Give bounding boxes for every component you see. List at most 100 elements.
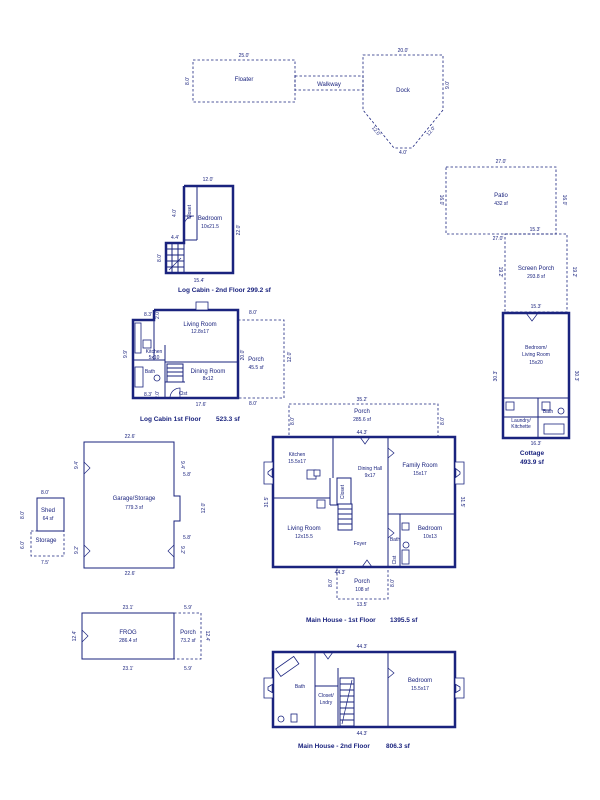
main1-dim-bottom: 44.3' [335,570,346,576]
main2-dim-bottom: 44.3' [357,731,368,737]
main-porch-top-dim-left: 8.0' [290,417,296,425]
log1-porch-name: Porch [248,357,264,363]
screen-porch-dim-left: 19.2' [497,267,503,278]
log2-dim-bottom: 15.4' [194,278,205,284]
garage-area: 779.3 sf [125,505,143,511]
main1-dim-top: 44.3' [357,430,368,436]
garage-dim-inner-bot: 9.2' [179,546,185,554]
main-porch-top-dim-right: 8.0' [440,417,446,425]
frog-porch-dim-bottom: 5.9' [184,666,192,672]
patio: Patio 432 sf 27.0' 16.0' 16.0' 15.3' [438,159,567,235]
log1-dim-left-a: 8.3' [144,312,152,318]
fireplace-icon [263,461,274,485]
main2-bedroom-size: 15.5x17 [411,686,429,692]
log1-bath: Bath [145,369,156,375]
door-icon [169,387,181,399]
shower-icon [543,423,565,435]
log2-title: Log Cabin - 2nd Floor [178,287,246,294]
garage-name: Garage/Storage [113,496,156,502]
door-icon [167,544,175,558]
cottage-dim-left: 30.3' [493,371,499,382]
screen-porch-area: 293.8 sf [527,274,545,280]
log2-area: 299.2 sf [247,287,272,294]
log1-dining-size: 8x12 [203,376,214,382]
log2-dim-stair: 4.4' [171,235,179,241]
log1-dim-bottom: 17.6' [196,402,207,408]
patio-dim-left: 16.0' [438,195,444,206]
floater: Floater 25.0' 8.0' [185,53,296,103]
log1-dining-name: Dining Room [191,369,226,375]
cottage-laundry-line1: Laundry/ [511,418,531,424]
garage-dim-notch-top: 5.8' [183,472,191,478]
screen-porch: Screen Porch 293.8 sf 27.0' 19.2' 19.2' … [493,233,577,313]
shed: Shed 64 sf 8.0' 8.0' [20,490,65,532]
frog-porch-dim-side: 12.4' [204,631,210,642]
main1-family-name: Family Room [402,463,437,469]
main1-foyer: Foyer [354,541,367,547]
toilet-icon [277,715,285,723]
sink-icon [541,401,551,411]
toilet-icon [402,541,410,549]
storage-name: Storage [35,538,57,544]
sink-icon [313,469,321,477]
door-icon [83,461,91,475]
door-icon [322,651,334,660]
floater-label: Floater [235,77,254,83]
main-porch-bottom-dim-bottom: 13.5' [357,602,368,608]
main1-family-size: 15x17 [413,471,427,477]
log-cabin-1st-floor: Living Room 12.8x17 Dining Room 8x12 Kit… [123,301,293,423]
door-icon [525,312,539,322]
sink-icon [290,713,298,723]
garage-dim-left-top: 9.4' [74,461,80,469]
log1-title: Log Cabin 1st Floor [140,416,201,423]
main-porch-bottom-dim-right: 8.0' [390,579,396,587]
cottage-title: Cottage [520,450,545,457]
patio-name: Patio [494,193,508,199]
dock-dim-diag-left: 12.0' [370,125,381,137]
stairs-icon [166,243,184,273]
screen-porch-dim-top: 27.0' [493,236,504,242]
dock-label: Dock [396,88,411,94]
log1-dim-left-b: 9.9' [123,350,129,358]
main-house-2nd-floor: Bath Closet/ Lndry Bedroom 15.5x17 44.3'… [263,644,465,737]
garage-dim-top: 22.6' [125,434,136,440]
screen-porch-dim-bottom: 15.3' [531,304,542,310]
main-porch-top-name: Porch [354,409,370,415]
fireplace-icon [454,461,465,485]
garage-dim-left-bot: 9.2' [74,546,80,554]
cottage: Bedroom/ Living Room 15x20 Laundry/ Kitc… [493,311,579,466]
main2-bedroom-name: Bedroom [408,678,432,684]
main1-area: 1395.5 sf [390,617,418,624]
main-house-1st-floor: Closet Kitchen 15.5x17 Dining Hall 9x17 … [263,430,465,576]
main1-bedroom-size: 10x13 [423,534,437,540]
toilet-icon [153,374,161,382]
log2-dim-side: 8.0' [157,254,163,262]
floater-dim-top: 25.0' [239,53,250,59]
bathtub-icon [275,655,300,677]
log1-area: 523.3 sf [216,416,241,423]
patio-dim-top: 27.0' [496,159,507,165]
main1-dim-left: 31.5' [264,497,270,508]
door-icon [359,436,371,445]
washer-icon [505,401,515,411]
fireplace-icon [263,677,274,699]
shed-dim-side: 8.0' [20,511,26,519]
log1-dim-porch-inner: 20.0' [240,350,246,361]
frog-name: FROG [119,630,137,636]
log1-porch-area: 45.5 sf [248,365,264,371]
storage-dim-bottom: 7.5' [41,560,49,566]
door-icon [81,629,89,643]
dock-dim-bottom: 4.0' [399,150,407,156]
garage-dim-bottom: 22.6' [125,571,136,577]
log1-dim-porch-top: 8.0' [249,310,257,316]
fireplace-icon [195,301,209,311]
cottage-bath: Bath [543,409,554,415]
garage-storage: Garage/Storage 779.3 sf 22.6' 22.6' 9.4'… [74,434,207,577]
door-icon [387,667,395,679]
frog-dim-side: 12.4' [72,631,78,642]
main1-kitchen-size: 15.5x17 [288,459,306,465]
garage-dim-notch-bot: 5.8' [183,535,191,541]
frog-dim-bottom: 23.1' [123,666,134,672]
frog-porch-name: Porch [180,630,196,636]
dock: Dock 20.0' 9.0' 12.0' 12.0' 4.0' [362,48,451,156]
